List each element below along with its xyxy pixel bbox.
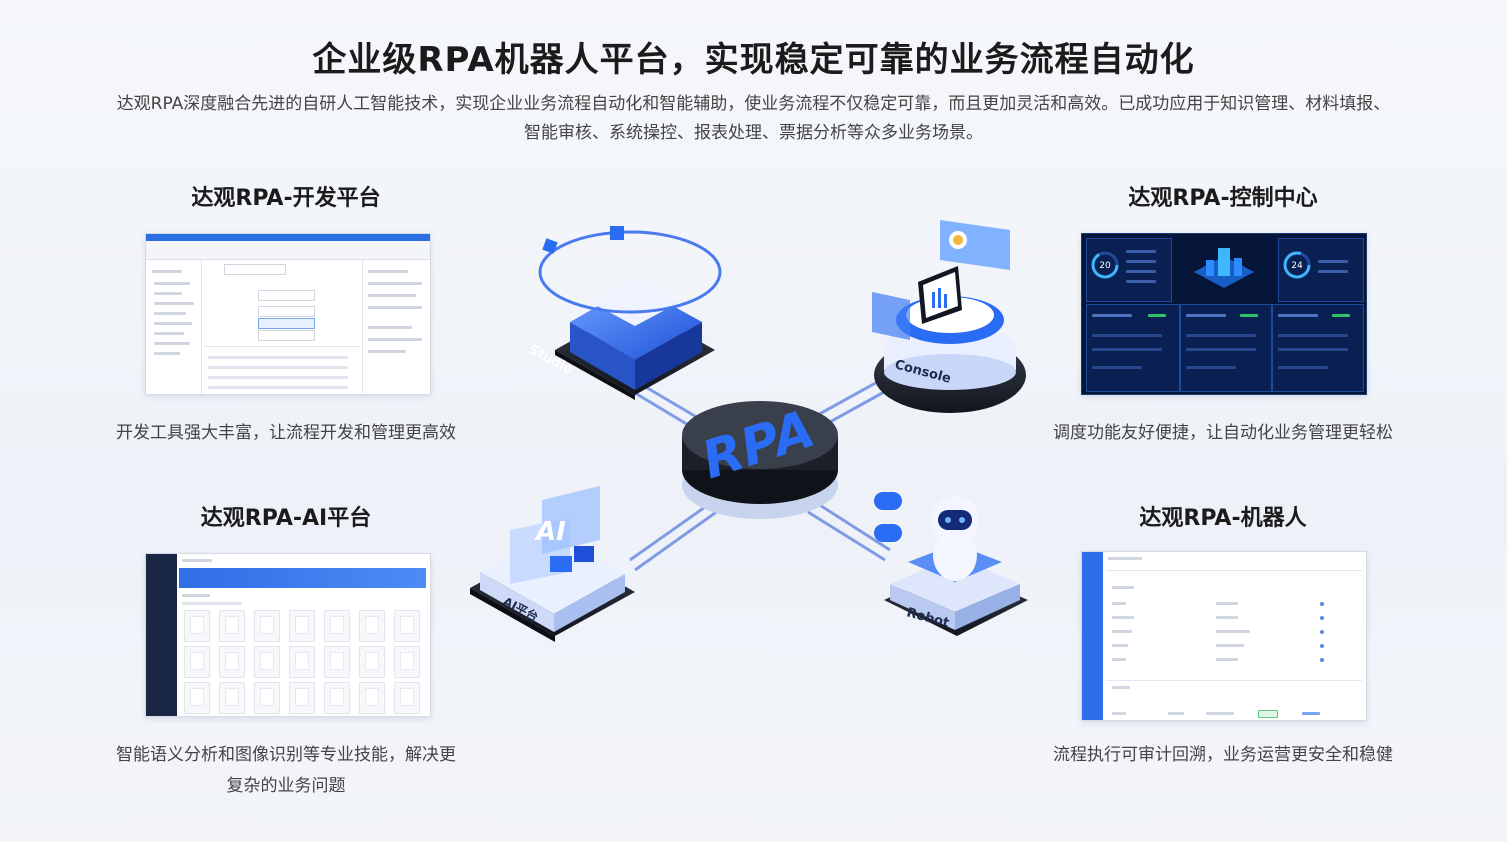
page-description: 达观RPA深度融合先进的自研人工智能技术，实现企业业务流程自动化和智能辅助，使业… <box>30 90 1477 148</box>
document-thumbnail <box>394 610 420 642</box>
console-screenshot: 20 24 <box>1081 233 1367 395</box>
document-thumbnail <box>254 610 280 642</box>
console-title: 达观RPA-控制中心 <box>1128 186 1318 211</box>
document-thumbnail <box>394 646 420 678</box>
dev-platform-screenshot <box>145 233 431 395</box>
ai-desc-line-1: 智能语义分析和图像识别等专业技能，解决更 <box>116 745 456 765</box>
document-thumbnail <box>219 610 245 642</box>
description-line-2: 智能审核、系统操控、报表处理、票据分析等众多业务场景。 <box>524 123 983 143</box>
studio-node: Studio <box>526 226 722 400</box>
document-thumbnail <box>254 646 280 678</box>
ai-desc-line-2: 复杂的业务问题 <box>226 776 346 796</box>
document-thumbnail <box>184 682 210 714</box>
robot-node: Robot <box>874 492 1028 636</box>
document-thumbnail <box>289 610 315 642</box>
ai-mark-label: AI <box>534 517 566 547</box>
ai-platform-title: 达观RPA-AI平台 <box>200 506 372 531</box>
console-gauge-left-value: 20 <box>1099 261 1111 271</box>
description-line-1: 达观RPA深度融合先进的自研人工智能技术，实现企业业务流程自动化和智能辅助，使业… <box>116 94 1391 114</box>
robot-desc: 流程执行可审计回溯，业务运营更安全和稳健 <box>1053 745 1393 765</box>
console-node: Console <box>872 220 1026 413</box>
document-thumbnail <box>324 682 350 714</box>
rpa-architecture-diagram: Studio Console RPA <box>470 220 1028 642</box>
document-thumbnail <box>219 682 245 714</box>
document-thumbnail <box>184 646 210 678</box>
ai-platform-screenshot <box>145 553 431 717</box>
robot-title: 达观RPA-机器人 <box>1139 506 1307 531</box>
ai-node: AI AI平台 <box>470 486 635 642</box>
console-gauge-right-value: 24 <box>1291 261 1303 271</box>
document-thumbnail <box>254 682 280 714</box>
document-thumbnail <box>219 646 245 678</box>
page-title: 企业级RPA机器人平台，实现稳定可靠的业务流程自动化 <box>312 40 1195 80</box>
robot-screenshot <box>1081 551 1367 721</box>
console-desc: 调度功能友好便捷，让自动化业务管理更轻松 <box>1053 423 1393 443</box>
rpa-center-node: RPA <box>682 399 838 519</box>
dev-platform-desc: 开发工具强大丰富，让流程开发和管理更高效 <box>116 423 456 443</box>
document-thumbnail <box>394 682 420 714</box>
console-gauge-right: 24 <box>1283 251 1311 279</box>
document-thumbnail <box>324 646 350 678</box>
document-thumbnail <box>184 610 210 642</box>
document-thumbnail <box>289 646 315 678</box>
document-thumbnail <box>289 682 315 714</box>
document-thumbnail <box>324 610 350 642</box>
document-thumbnail <box>359 682 385 714</box>
document-thumbnail <box>359 646 385 678</box>
console-city-icon <box>1194 248 1254 288</box>
console-gauge-left: 20 <box>1091 251 1119 279</box>
document-thumbnail <box>359 610 385 642</box>
ai-platform-desc: 智能语义分析和图像识别等专业技能，解决更 复杂的业务问题 <box>70 740 502 802</box>
dev-platform-title: 达观RPA-开发平台 <box>191 186 381 211</box>
